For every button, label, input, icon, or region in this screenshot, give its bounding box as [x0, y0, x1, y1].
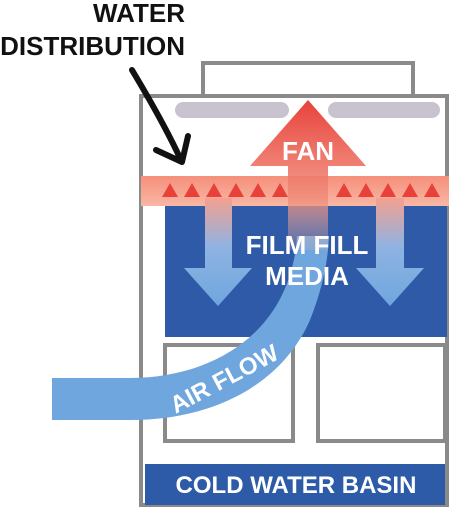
- fan-vent-right: [328, 102, 440, 118]
- distribution-nozzles: [162, 183, 440, 197]
- cold-water-basin-label: COLD WATER BASIN: [176, 472, 417, 499]
- cold-water-basin: [145, 464, 445, 505]
- air-flow-arrow: [52, 236, 329, 420]
- film-fill-label-line2: MEDIA: [265, 261, 349, 291]
- inlet-panel-right: [316, 343, 447, 443]
- water-flow-arrow-right: [356, 198, 424, 306]
- fan-label: FAN: [282, 136, 334, 166]
- fan-up-arrow: [250, 100, 366, 250]
- water-flow-arrow-left: [184, 198, 252, 306]
- pointer-arrow: [129, 67, 191, 165]
- fan-housing: [201, 61, 415, 101]
- film-fill-label-line1: FILM FILL: [246, 230, 369, 260]
- water-distribution-label-line1: WATER: [93, 0, 185, 28]
- water-distribution-label-line2: DISTRIBUTION: [0, 31, 185, 61]
- fan-vent-left: [175, 102, 289, 118]
